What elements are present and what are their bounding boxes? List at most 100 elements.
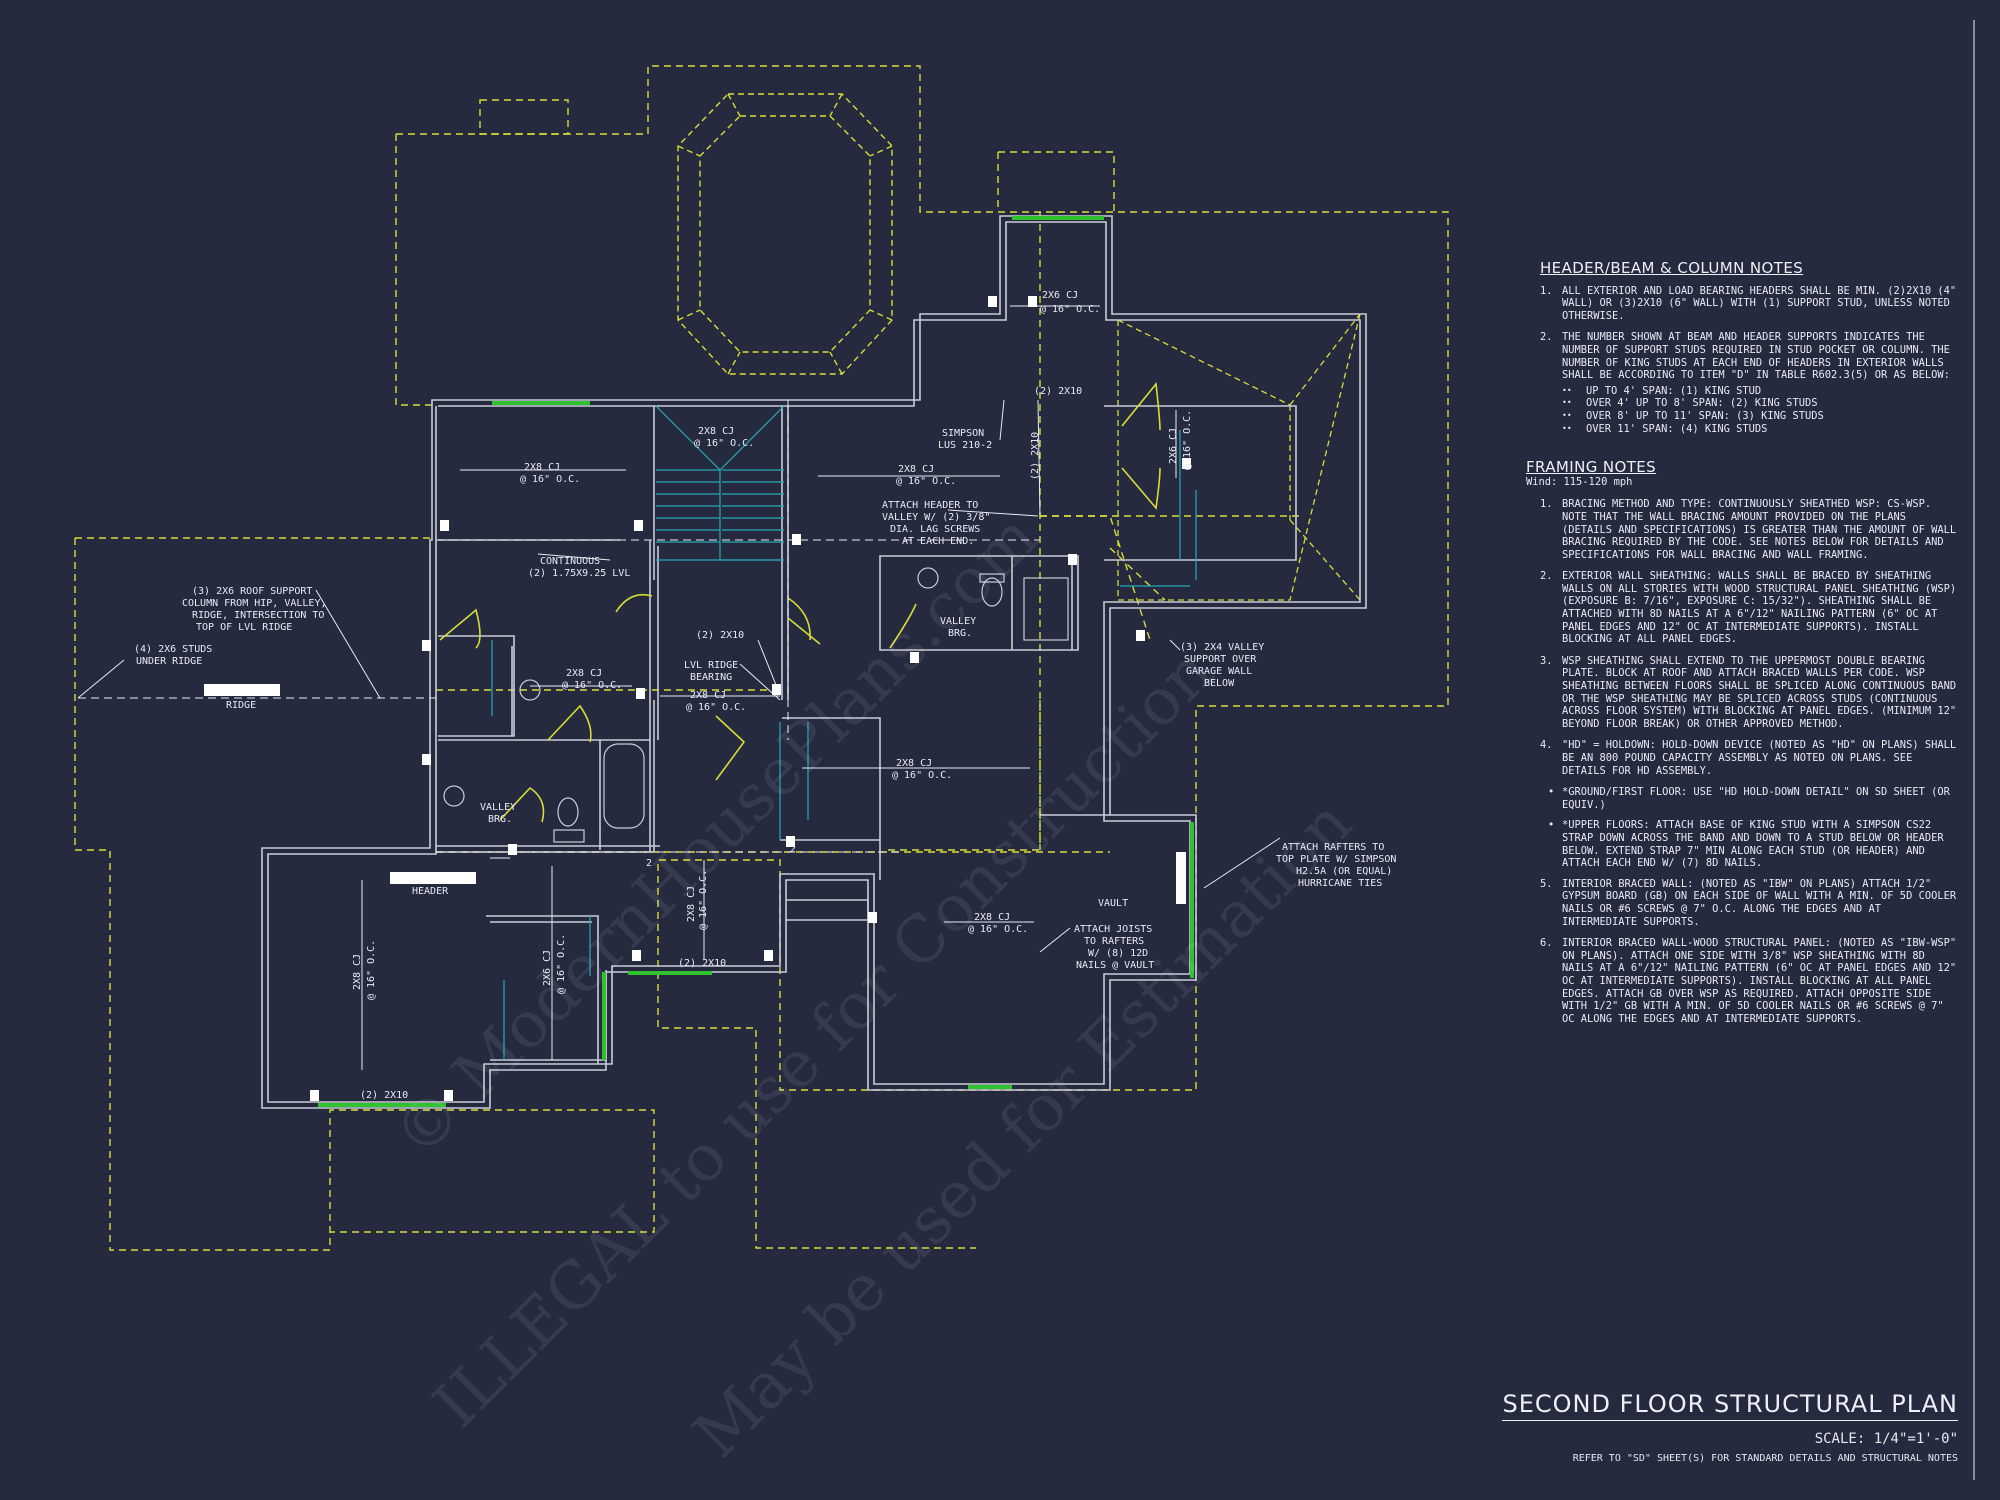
label-roof-support-4: TOP OF LVL RIDGE <box>196 622 292 633</box>
label-cj-7b: @ 16" O.C. <box>686 702 746 713</box>
king-stud-item: OVER 8' UP TO 11' SPAN: (3) KING STUDS <box>1562 410 1960 423</box>
header-beam-symbol <box>390 872 476 884</box>
label-cj-4b: @ 16" O.C. <box>896 476 956 487</box>
framing-note-3: 3.WSP SHEATHING SHALL EXTEND TO THE UPPE… <box>1540 654 1957 730</box>
label-lvl-2: BEARING <box>690 672 732 683</box>
dimension-lines <box>77 305 1281 1070</box>
label-cj-5: 2x6 CJ <box>1168 428 1179 464</box>
label-continuous-1: CONTINUOUS <box>540 556 600 567</box>
label-cj-10: 2x8 CJ <box>352 954 363 990</box>
label-cj-8: 2x8 CJ <box>896 758 932 769</box>
framing-note-5: 5.INTERIOR BRACED WALL: (NOTED AS "IBW" … <box>1540 877 1957 928</box>
label-rafters-1: ATTACH RAFTERS TO <box>1282 842 1384 853</box>
label-cj-3: 2x8 CJ <box>524 462 560 473</box>
label-valley-brg-2b: BRG. <box>948 628 972 639</box>
label-cj-12: 2x8 CJ <box>686 886 697 922</box>
label-studs-2: UNDER RIDGE <box>136 656 202 667</box>
label-cj-11b: @ 16" O.C. <box>556 934 567 994</box>
framing-note-6: 6.INTERIOR BRACED WALL-WOOD STRUCTURAL P… <box>1540 937 1957 1025</box>
label-roof-support-3: RIDGE, INTERSECTION TO <box>192 610 324 621</box>
label-stud-count-b: 2 <box>790 844 796 855</box>
holdown-upper-floors: *UPPER FLOORS: ATTACH BASE OF KING STUD … <box>1540 819 1960 869</box>
label-valley-support-3: GARAGE WALL <box>1186 666 1252 677</box>
label-cj-11: 2x6 CJ <box>542 950 553 986</box>
label-valley-brg-2a: VALLEY <box>940 616 976 627</box>
label-rafters-3: H2.5A (OR EQUAL) <box>1296 866 1392 877</box>
king-stud-list: UP TO 4' SPAN: (1) KING STUD OVER 4' UP … <box>1540 385 1960 435</box>
label-cj-1: 2x6 CJ <box>1042 290 1078 301</box>
label-vault: VAULT <box>1098 898 1128 909</box>
sheet-reference: REFER TO "SD" SHEET(S) FOR STANDARD DETA… <box>1572 1453 1958 1464</box>
label-lvl-1: LVL RIDGE <box>684 660 738 671</box>
label-joists-2: TO RAFTERS <box>1084 936 1144 947</box>
label-cj-8b: @ 16" O.C. <box>892 770 952 781</box>
door-swings <box>439 382 1161 823</box>
roof-outline <box>74 65 1449 1251</box>
label-stud-count-a: 2 <box>646 858 652 869</box>
framing-note-2: 2.EXTERIOR WALL SHEATHING: WALLS SHALL B… <box>1540 570 1957 646</box>
label-cj-2: 2x8 CJ <box>698 426 734 437</box>
label-cj-2b: @ 16" O.C. <box>694 438 754 449</box>
ridge-beam-symbol <box>204 684 280 696</box>
label-cj-3b: @ 16" O.C. <box>520 474 580 485</box>
tray-ceiling-octagon <box>677 93 893 375</box>
label-studs-1: (4) 2x6 STUDS <box>134 644 212 655</box>
staircase <box>491 405 1197 1060</box>
label-header-2x10-c: (2) 2x10 <box>696 630 744 641</box>
label-cj-6b: @ 16" O.C. <box>562 680 622 691</box>
label-valley-support-1: (3) 2X4 VALLEY <box>1180 642 1264 653</box>
label-header-2x10-e: (2) 2x10 <box>360 1090 408 1101</box>
label-valley-brg-1b: BRG. <box>488 814 512 825</box>
label-header-2x10-b: (2) 2x10 <box>1030 432 1041 480</box>
notes-panel: HEADER/BEAM & COLUMN NOTES 1.ALL EXTERIO… <box>1526 259 1960 1034</box>
label-attach-header-2: VALLEY W/ (2) 3/8" <box>882 512 990 523</box>
framing-notes-title: FRAMING NOTES <box>1526 458 1657 477</box>
label-continuous-2: (2) 1.75x9.25 LVL <box>528 568 630 579</box>
header-note-1: 1.ALL EXTERIOR AND LOAD BEARING HEADERS … <box>1540 284 1957 322</box>
label-joists-4: NAILS @ VAULT <box>1076 960 1154 971</box>
header-notes-title: HEADER/BEAM & COLUMN NOTES <box>1540 259 1804 277</box>
plan-labels: 2x6 CJ @ 16" O.C. 2x8 CJ @ 16" O.C. 2x8 … <box>134 290 1396 1101</box>
label-cj-9: 2x8 CJ <box>974 912 1010 923</box>
label-header-2x10-a: (2) 2x10 <box>1034 386 1082 397</box>
label-header-2x10-d: (2) 2x10 <box>678 958 726 969</box>
support-posts <box>310 296 1191 1101</box>
holdown-ground-floor: *GROUND/FIRST FLOOR: USE "HD HOLD-DOWN D… <box>1540 786 1960 811</box>
label-cj-4: 2x8 CJ <box>898 464 934 475</box>
label-roof-support-1: (3) 2x6 ROOF SUPPORT <box>192 586 312 597</box>
label-cj-1b: @ 16" O.C. <box>1040 304 1100 315</box>
label-header: HEADER <box>412 886 449 897</box>
label-joists-1: ATTACH JOISTS <box>1074 924 1152 935</box>
king-stud-item: OVER 11' SPAN: (4) KING STUDS <box>1562 423 1960 436</box>
header-note-2: 2.THE NUMBER SHOWN AT BEAM AND HEADER SU… <box>1540 331 1950 382</box>
label-valley-brg-1a: VALLEY <box>480 802 516 813</box>
label-cj-7: 2x8 CJ <box>690 690 726 701</box>
label-cj-5b: @ 16" O.C. <box>1182 410 1193 470</box>
label-roof-support-2: COLUMN FROM HIP, VALLEY, <box>182 598 327 609</box>
label-cj-10b: @ 16" O.C. <box>366 940 377 1000</box>
hip-roof-right <box>1117 313 1361 601</box>
plumbing-fixtures <box>443 567 1069 843</box>
label-simpson-1: SIMPSON <box>942 428 984 439</box>
label-joists-3: W/ (8) 12d <box>1088 948 1148 959</box>
label-attach-header-4: AT EACH END. <box>902 536 974 547</box>
framing-note-4: 4."HD" = HOLDOWN: HOLD-DOWN DEVICE (NOTE… <box>1540 739 1957 777</box>
label-valley-support-2: SUPPORT OVER <box>1184 654 1257 665</box>
wind-speed: Wind: 115-120 mph <box>1526 475 1633 488</box>
label-cj-12b: @ 16" O.C. <box>698 870 709 930</box>
sheet-title: SECOND FLOOR STRUCTURAL PLAN <box>1502 1390 1958 1421</box>
label-cj-6: 2x8 CJ <box>566 668 602 679</box>
label-attach-header-3: DIA. LAG SCREWS <box>890 524 980 535</box>
framing-note-1: 1.BRACING METHOD AND TYPE: CONTINUOUSLY … <box>1540 498 1957 561</box>
sheet-scale: SCALE: 1/4"=1'-0" <box>1814 1431 1958 1447</box>
label-attach-header-1: ATTACH HEADER TO <box>882 500 978 511</box>
vault-beam-symbol <box>1176 852 1186 904</box>
label-ridge: RIDGE <box>226 700 256 711</box>
label-rafters-2: TOP PLATE W/ SIMPSON <box>1276 854 1396 865</box>
label-simpson-2: LUS 210-2 <box>938 440 992 451</box>
title-block: SECOND FLOOR STRUCTURAL PLAN SCALE: 1/4"… <box>1502 1390 1958 1464</box>
windows <box>318 216 1194 1107</box>
king-stud-item: UP TO 4' SPAN: (1) KING STUD <box>1562 385 1960 398</box>
label-valley-support-4: BELOW <box>1204 678 1235 689</box>
